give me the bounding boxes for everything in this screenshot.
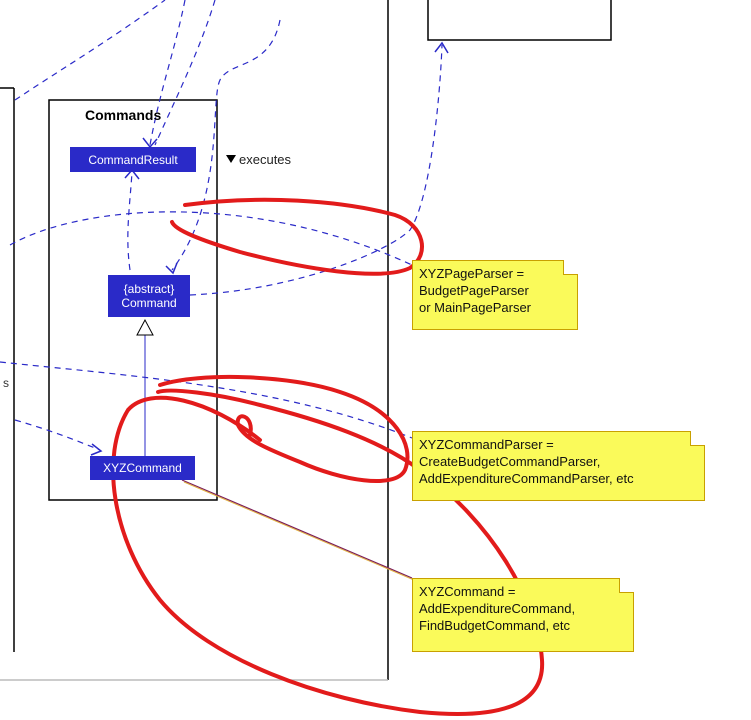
- note-fold-icon: [690, 431, 705, 446]
- red-annotations: [111, 197, 545, 716]
- command-result-class: CommandResult: [70, 147, 196, 172]
- abstract-command-class: {abstract} Command: [108, 275, 190, 317]
- note-fold-icon: [563, 260, 578, 275]
- commands-package: [48, 99, 218, 501]
- note-line: AddExpenditureCommandParser, etc: [419, 471, 634, 486]
- note-line: FindBudgetCommand, etc: [419, 618, 571, 633]
- stray-text: s: [3, 376, 9, 390]
- abstract-stereotype-label: {abstract}: [123, 282, 175, 296]
- abstract-command-label: Command: [121, 296, 177, 310]
- note-line: BudgetPageParser: [419, 283, 529, 298]
- top-right-box: [427, 0, 612, 41]
- executes-label: executes: [239, 152, 292, 167]
- red-loop-large: [111, 388, 545, 716]
- red-scribble-top: [170, 197, 424, 276]
- note-connector-shadow: [183, 481, 415, 581]
- xyz-command-class: XYZCommand: [90, 456, 195, 480]
- note-line: XYZPageParser =: [419, 266, 525, 281]
- xyz-command-label: XYZCommand: [103, 461, 182, 475]
- commands-package-title: Commands: [85, 107, 162, 123]
- note-page-parser: XYZPageParser = BudgetPageParser or Main…: [412, 260, 578, 330]
- executes-arrow-icon: [226, 155, 236, 163]
- note-line: XYZCommandParser =: [419, 437, 554, 452]
- note-line: XYZCommand =: [419, 584, 516, 599]
- inheritance-triangle: [136, 318, 154, 336]
- command-result-label: CommandResult: [88, 152, 178, 167]
- note-line: AddExpenditureCommand,: [419, 601, 576, 616]
- note-xyz-command: XYZCommand = AddExpenditureCommand, Find…: [412, 578, 634, 652]
- note-line: or MainPageParser: [419, 300, 531, 315]
- note-command-parser: XYZCommandParser = CreateBudgetCommandPa…: [412, 431, 705, 501]
- dashed-dependencies: [0, 0, 443, 451]
- note-connector: [181, 479, 413, 579]
- note-fold-icon: [619, 578, 634, 593]
- note-line: CreateBudgetCommandParser,: [419, 454, 601, 469]
